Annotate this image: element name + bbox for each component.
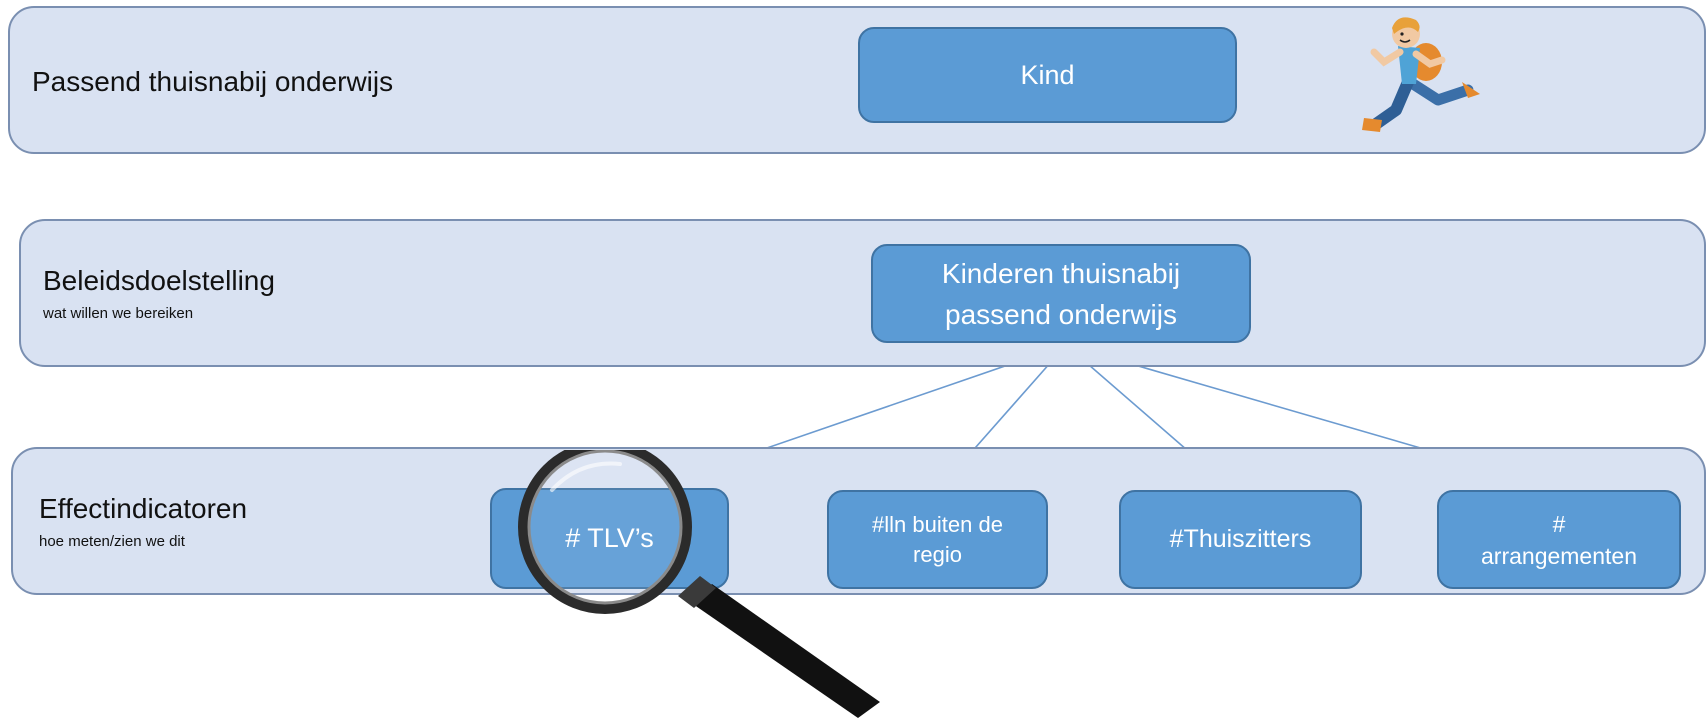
band-title: Effectindicatoren — [39, 493, 248, 524]
magnifying-glass-icon — [518, 450, 880, 718]
node-kind-label: Kind — [1020, 59, 1075, 90]
node-kind: Kind — [858, 27, 1237, 123]
band-subtitle: hoe meten/zien we dit — [39, 533, 185, 550]
node-tlv-label: # TLV’s — [565, 523, 654, 554]
node-lln-line-2: regio — [913, 541, 962, 567]
band-beleidsdoelstelling: Beleidsdoelstelling wat willen we bereik… — [19, 219, 1706, 367]
band-subtitle: wat willen we bereiken — [43, 305, 194, 322]
band-title: Beleidsdoelstelling — [43, 265, 275, 296]
node-lln-line-1: #lln buiten de — [872, 511, 1003, 537]
node-arrangementen-line-1: # — [1552, 510, 1566, 537]
node-goal: Kinderen thuisnabij passend onderwijs — [871, 244, 1251, 343]
node-goal-line-2: passend onderwijs — [945, 298, 1177, 330]
running-boy-icon — [1362, 17, 1480, 132]
node-thuiszitters: #Thuiszitters — [1119, 490, 1362, 589]
band-title: Passend thuisnabij onderwijs — [32, 66, 394, 97]
node-lln-buiten-regio: #lln buiten de regio — [827, 490, 1048, 589]
node-arrangementen: # arrangementen — [1437, 490, 1681, 589]
node-goal-line-1: Kinderen thuisnabij — [941, 257, 1181, 289]
node-thuiszitters-label: #Thuiszitters — [1169, 525, 1312, 553]
node-arrangementen-line-2: arrangementen — [1481, 542, 1637, 569]
